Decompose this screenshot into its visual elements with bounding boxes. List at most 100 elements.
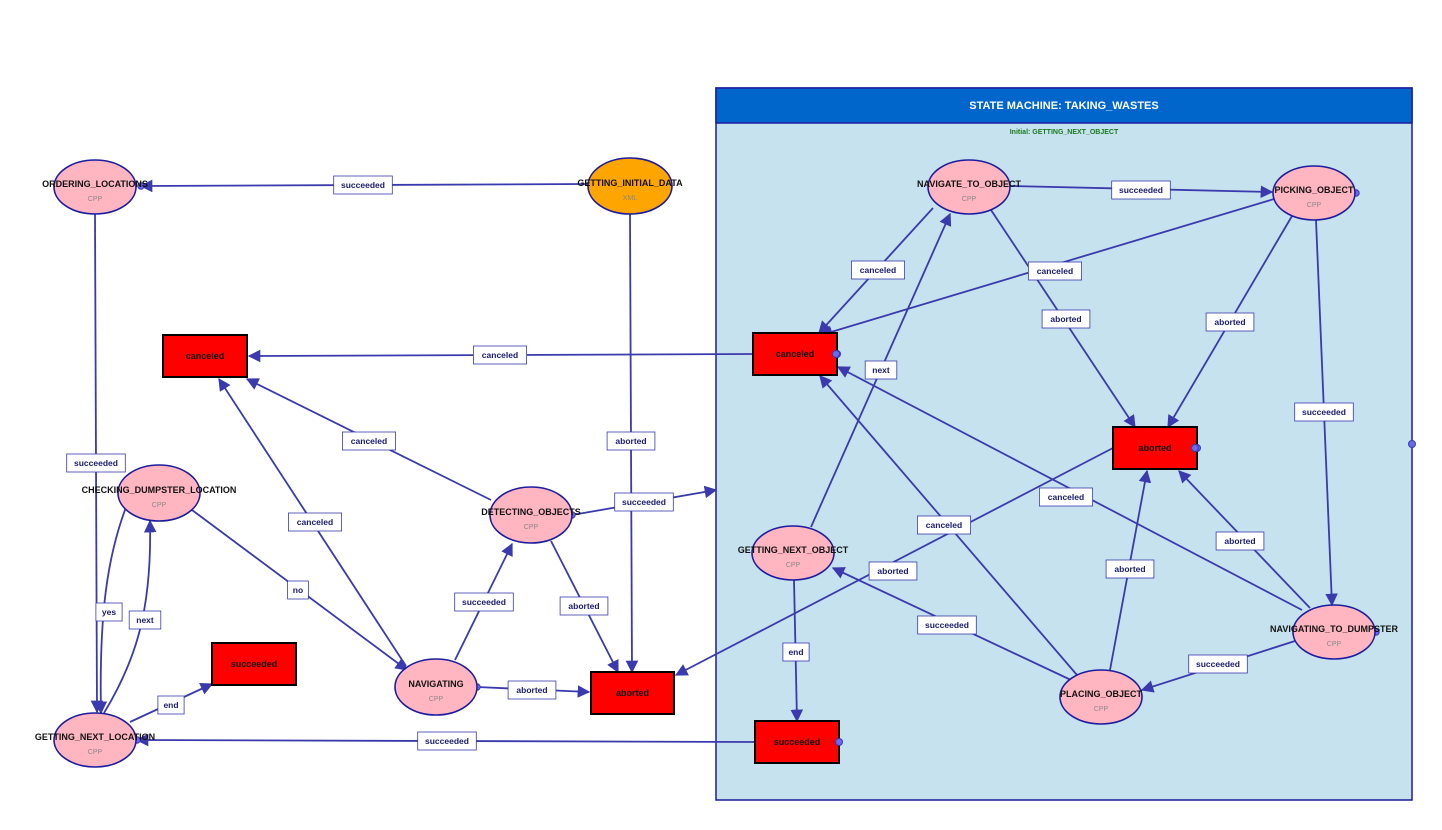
state-name: NAVIGATE_TO_OBJECT — [917, 179, 1022, 189]
transition-label-text: canceled — [1037, 266, 1073, 276]
state-type: CPP — [1094, 706, 1109, 713]
transition-label-box — [559, 596, 609, 616]
transition-label-box — [287, 512, 342, 532]
state-getnextloc[interactable]: GETTING_NEXT_LOCATION CPP — [35, 712, 155, 768]
state-ordering[interactable]: ORDERING_LOCATIONS CPP — [42, 159, 148, 215]
transition-label-aborted: aborted — [1105, 559, 1155, 579]
outcome-o_canceled[interactable]: canceled — [162, 334, 248, 378]
transition-label-box — [472, 345, 527, 365]
transition-label-box — [95, 602, 123, 622]
transition-label-box — [1041, 309, 1091, 329]
outcome-i_succeeded[interactable]: succeeded — [754, 720, 843, 764]
transition-label-box — [1028, 261, 1083, 281]
transition-label-text: canceled — [860, 265, 896, 275]
transition-label-box — [1105, 559, 1155, 579]
transition-label-text: end — [163, 700, 178, 710]
state-type: CPP — [88, 749, 103, 756]
outcome-label: canceled — [776, 349, 815, 359]
outcome-label: succeeded — [231, 659, 278, 669]
state-navobj[interactable]: NAVIGATE_TO_OBJECT CPP — [917, 159, 1022, 215]
transition-label-text: succeeded — [925, 620, 969, 630]
transition-label-text: canceled — [926, 520, 962, 530]
transition-label-box — [128, 610, 162, 630]
transition-label-succeeded: succeeded — [66, 453, 126, 473]
transition-labels-layer: succeeded succeeded aborted next yes no end can… — [66, 175, 1354, 751]
transition-label-box — [157, 695, 185, 715]
transition-label-text: no — [293, 585, 303, 595]
state-name: NAVIGATING — [408, 679, 463, 689]
transition-label-end: end — [157, 695, 185, 715]
transition-label-text: canceled — [351, 436, 387, 446]
transition-label-succeeded: succeeded — [917, 615, 977, 635]
state-getnextobj[interactable]: GETTING_NEXT_OBJECT CPP — [738, 525, 849, 581]
transition-label-end: end — [782, 642, 810, 662]
transition-label-canceled: canceled — [341, 431, 396, 451]
transition-label-text: yes — [102, 607, 116, 617]
state-name: GETTING_NEXT_LOCATION — [35, 732, 155, 742]
outcome-label: canceled — [186, 351, 225, 361]
transition-label-text: succeeded — [425, 736, 469, 746]
state-name: PICKING_OBJECT — [1274, 185, 1354, 195]
transition-label-box — [917, 615, 977, 635]
transition-label-box — [1215, 531, 1265, 551]
transition-label-box — [1205, 312, 1255, 332]
state-type: CPP — [88, 196, 103, 203]
transition-label-box — [454, 592, 514, 612]
transition-label-text: canceled — [482, 350, 518, 360]
transition-label-box — [606, 431, 656, 451]
state-type: CPP — [1327, 641, 1342, 648]
state-shape — [1292, 604, 1376, 660]
state-type: CPP — [524, 524, 539, 531]
outcome-o_succeeded[interactable]: succeeded — [211, 642, 297, 686]
state-name: ORDERING_LOCATIONS — [42, 179, 148, 189]
transition-i_aborted-to-o_aborted-aborted — [674, 447, 1114, 676]
transition-label-box — [917, 515, 972, 535]
transition-label-aborted: aborted — [1041, 309, 1091, 329]
transition-label-succeeded: succeeded — [1294, 402, 1354, 422]
transition-label-aborted: aborted — [606, 431, 656, 451]
state-shape — [751, 525, 835, 581]
transition-label-text: next — [136, 615, 154, 625]
transition-label-box — [1039, 487, 1094, 507]
outcome-shape — [211, 642, 297, 686]
transition-label-text: aborted — [615, 436, 646, 446]
outcome-label: aborted — [1138, 443, 1171, 453]
outcome-o_aborted[interactable]: aborted — [590, 671, 675, 715]
state-name: NAVIGATING_TO_DUMPSTER — [1270, 624, 1399, 634]
transition-checking-to-getnextloc-yes — [94, 501, 129, 715]
state-shape — [1272, 165, 1356, 221]
transition-label-text: aborted — [1224, 536, 1255, 546]
outcome-shape — [1112, 426, 1198, 470]
state-shape — [117, 464, 201, 522]
transition-label-text: succeeded — [1196, 659, 1240, 669]
transition-label-box — [287, 580, 309, 600]
transition-label-box — [614, 492, 674, 512]
transition-label-box — [864, 360, 898, 380]
state-navdump[interactable]: NAVIGATING_TO_DUMPSTER CPP — [1270, 604, 1399, 660]
transition-label-succeeded: succeeded — [1188, 654, 1248, 674]
transition-label-box — [341, 431, 396, 451]
transition-label-canceled: canceled — [287, 512, 342, 532]
outcome-i_canceled[interactable]: canceled — [752, 332, 841, 376]
state-type: CPP — [786, 562, 801, 569]
transition-label-aborted: aborted — [1205, 312, 1255, 332]
transition-label-box — [66, 453, 126, 473]
transition-label-text: succeeded — [74, 458, 118, 468]
transition-label-text: end — [788, 647, 803, 657]
outcome-shape — [754, 720, 840, 764]
transition-label-next: next — [864, 360, 898, 380]
transition-label-aborted: aborted — [507, 680, 557, 700]
transition-label-box — [782, 642, 810, 662]
state-type: CPP — [962, 196, 977, 203]
transition-label-text: canceled — [297, 517, 333, 527]
outcome-i_aborted[interactable]: aborted — [1112, 426, 1201, 470]
state-name: GETTING_NEXT_OBJECT — [738, 545, 849, 555]
transition-label-yes: yes — [95, 602, 123, 622]
